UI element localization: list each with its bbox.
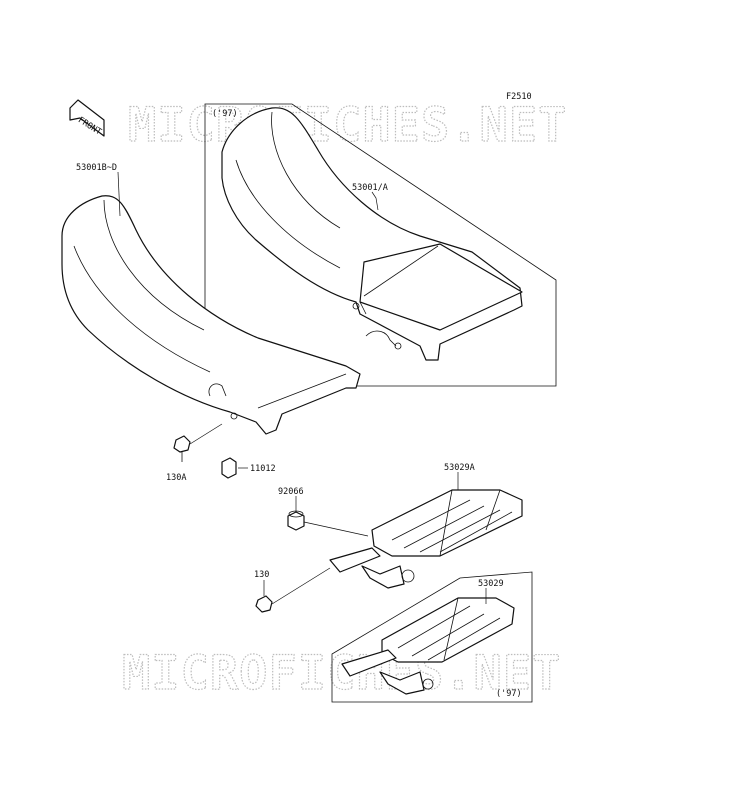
carrier-97-callout: 53029 (478, 579, 504, 589)
bolt-130-icon (255, 595, 273, 613)
carrier-main-callout: 53029A (444, 463, 475, 473)
carrier-97-box (331, 571, 533, 703)
collar-11012-icon (221, 457, 237, 479)
bushing-92066-icon (287, 510, 305, 531)
seat-main (61, 195, 361, 435)
seat-97 (221, 107, 523, 361)
seat-main-callout: 53001B~D (76, 163, 117, 173)
carrier-main (329, 489, 523, 589)
watermark-bottom: MICROFICHES.NET (122, 646, 561, 701)
watermark-top: MICROFICHES.NET (128, 98, 567, 153)
bushing-callout: 92066 (278, 487, 304, 497)
figure-id: F2510 (506, 92, 532, 102)
bolt-130a-icon (173, 435, 191, 462)
carrier-97 (341, 597, 515, 695)
bolt-130a-callout: 130A (166, 473, 186, 483)
carrier-97-year: ('97) (496, 689, 522, 699)
seat-97-year: ('97) (212, 109, 238, 119)
bolt-130-callout: 130 (254, 570, 269, 580)
collar-callout: 11012 (250, 464, 276, 474)
seat-97-callout: 53001/A (352, 183, 388, 193)
front-arrow-icon: FRONT (69, 99, 105, 137)
